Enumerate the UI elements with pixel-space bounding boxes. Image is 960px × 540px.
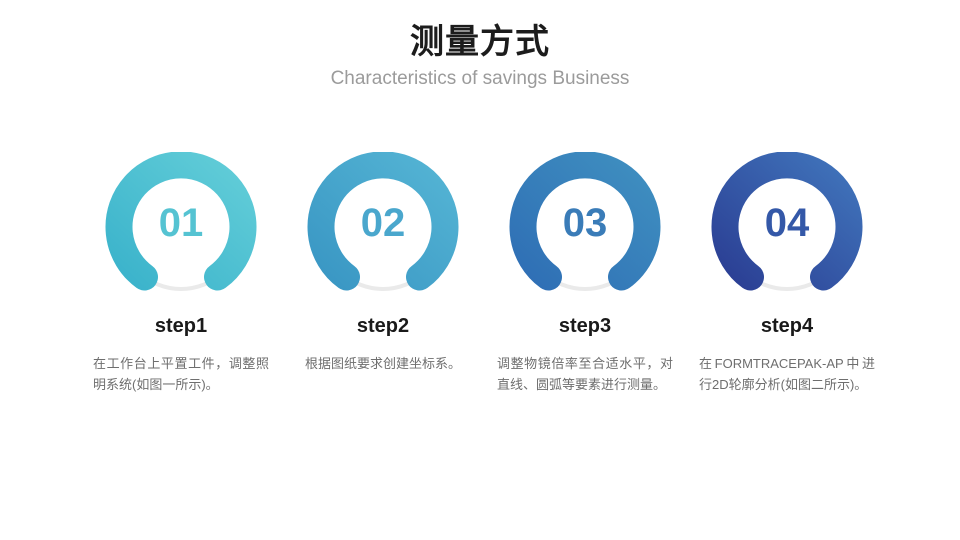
ring-arc-3 (509, 152, 661, 291)
ring-graphic-2 (307, 152, 459, 291)
progress-ring-3: 03 (484, 152, 686, 302)
step-item-1[interactable]: 01 step1 在工作台上平置工件，调整照明系统(如图一所示)。 (80, 152, 282, 395)
ring-arc-1 (105, 152, 257, 291)
step-description-4: 在FORMTRACEPAK-AP中进行2D轮廓分析(如图二所示)。 (699, 356, 875, 392)
ring-number-1: 01 (80, 152, 282, 302)
ring-number-4: 04 (686, 152, 888, 302)
ring-graphic-3 (509, 152, 661, 291)
step-label-3: step3 (558, 315, 612, 337)
step-description-1: 在工作台上平置工件，调整照明系统(如图一所示)。 (93, 356, 269, 392)
step-item-2[interactable]: 02 step2 根据图纸要求创建坐标系。 (282, 152, 484, 395)
page-title: 测量方式 (410, 23, 550, 61)
step-item-4[interactable]: 04 step4 在FORMTRACEPAK-AP中进行2D轮廓分析(如图二所示… (686, 152, 888, 395)
ring-arc-4 (711, 152, 863, 291)
ring-graphic-1 (105, 152, 257, 291)
ring-number-text-2: 02 (360, 200, 406, 245)
ring-arc-2 (307, 152, 459, 291)
ring-number-text-1: 01 (158, 200, 204, 245)
step-description-3: 调整物镜倍率至合适水平，对直线、圆弧等要素进行测量。 (497, 356, 673, 392)
ring-number-2: 02 (282, 152, 484, 302)
ring-number-3: 03 (484, 152, 686, 302)
progress-ring-4: 04 (686, 152, 888, 302)
ring-number-text-4: 04 (764, 200, 810, 245)
step-description-2: 根据图纸要求创建坐标系。 (304, 356, 461, 371)
step-label-2: step2 (356, 315, 410, 337)
ring-number-text-3: 03 (562, 200, 608, 245)
progress-ring-2: 02 (282, 152, 484, 302)
progress-ring-1: 01 (80, 152, 282, 302)
page-subtitle: Characteristics of savings Business (330, 68, 630, 89)
ring-graphic-4 (711, 152, 863, 291)
step-item-3[interactable]: 03 step3 调整物镜倍率至合适水平，对直线、圆弧等要素进行测量。 (484, 152, 686, 395)
step-label-4: step4 (760, 315, 814, 337)
page-header: 测量方式 Characteristics of savings Business (0, 20, 960, 92)
step-label-1: step1 (154, 315, 208, 337)
steps-row: 01 step1 在工作台上平置工件，调整照明系统(如图一所示)。 02 (0, 152, 960, 395)
